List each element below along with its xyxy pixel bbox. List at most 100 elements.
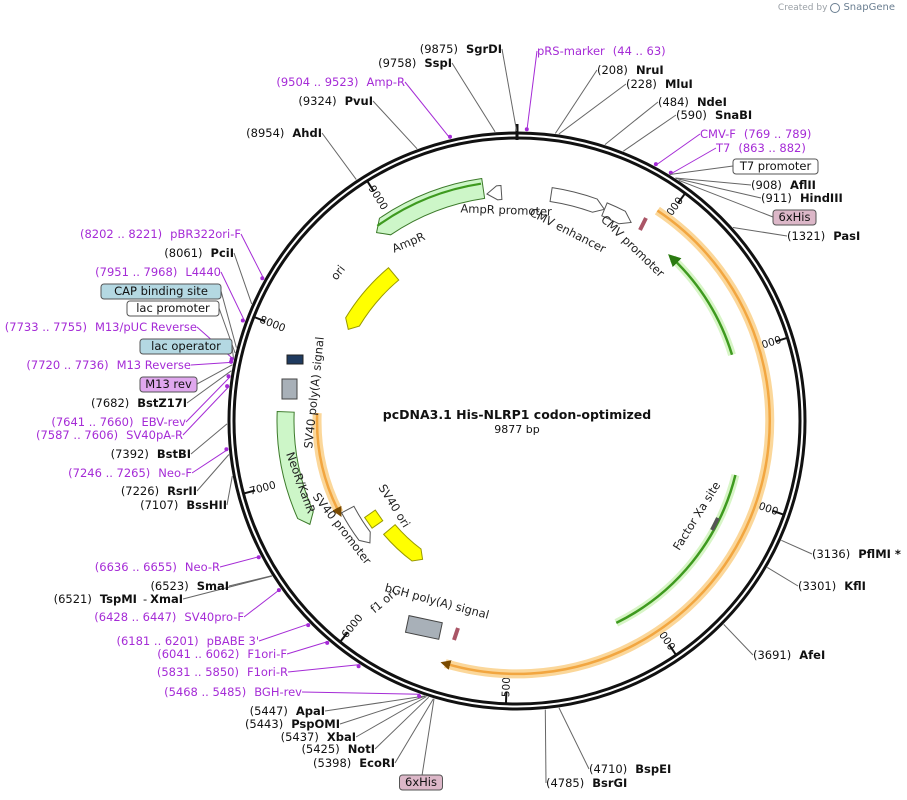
leader-20	[558, 707, 590, 770]
leader-3	[372, 100, 418, 150]
label-m13-reverse-7720-7736-44: (7720 .. 7736)M13 Reverse	[26, 358, 191, 372]
label-position-14: (911)	[761, 191, 792, 205]
primer-mark-35	[256, 555, 261, 560]
label-position-17: (3136)	[812, 547, 850, 561]
feature-neor-kanr	[276, 410, 314, 526]
label-text-44: (7720 .. 7736)M13 Reverse	[26, 358, 191, 372]
label-position-5: (44 .. 63)	[613, 44, 666, 58]
label-name-38: Neo-F	[158, 466, 192, 480]
label-text-51: (8202 .. 8221)pBR322ori-F	[80, 227, 241, 241]
tick-label-7000: 7000	[248, 479, 277, 497]
tick-label-9000: 9000	[366, 183, 390, 212]
leader-34	[228, 575, 272, 587]
leader-5	[526, 50, 538, 132]
label-text-26: (5443)PspOMI	[245, 717, 340, 731]
leader-2	[404, 81, 451, 140]
feature-sv40-promoter	[340, 505, 371, 544]
label-position-38: (7246 .. 7265)	[68, 466, 150, 480]
label-position-30: (6041 .. 6062)	[157, 647, 239, 661]
label-hindiii-911-14: (911)HindIII	[761, 191, 843, 205]
primer-mark-30	[325, 640, 330, 645]
label-name-16: PasI	[833, 229, 860, 243]
label-prs-marker-44-63-5: pRS-marker (44 .. 63)	[537, 44, 666, 58]
label-name-2: Amp-R	[366, 75, 405, 89]
label-m13-rev-box-43: M13 rev	[139, 376, 198, 393]
label-sv40pro-f-6428-6447-32: (6428 .. 6447)SV40pro-F	[94, 610, 244, 624]
label-bstbi-7392-39: (7392)BstBI	[111, 447, 191, 461]
label-position-16: (1321)	[787, 229, 825, 243]
label-name-24: NotI	[348, 742, 375, 756]
leader-16	[732, 227, 788, 237]
label-name-4: AhdI	[292, 126, 322, 140]
label-lac-promoter-box-47: lac promoter	[126, 300, 220, 317]
leader-40	[182, 386, 230, 436]
label-f1ori-r-5831-5850-29: (5831 .. 5850)F1ori-R	[157, 665, 288, 679]
label-text-28: (5468 .. 5485)BGH-rev	[164, 685, 302, 699]
label-sgrdi-9875-0: (9875)SgrDI	[420, 42, 502, 56]
label-text-24: (5425)NotI	[301, 742, 375, 756]
label-name-18: KflI	[844, 579, 866, 593]
feature-his-mark-1	[638, 217, 648, 231]
label-name-5: pRS-marker	[537, 44, 605, 58]
label-6xhis-box-22: 6xHis	[399, 774, 443, 791]
credit-brand: SnapGene	[843, 2, 895, 13]
label-position-31: (6181 .. 6201)	[117, 634, 199, 648]
label-text-37: (7226) RsrII	[121, 484, 197, 498]
label-name-7: MluI	[665, 77, 693, 91]
label-text-21: (4785)BsrGI	[546, 776, 627, 790]
label-text-20: (4710)BspEI	[589, 762, 671, 776]
label-position-11: (863 .. 882)	[738, 141, 806, 155]
leader-43	[196, 364, 233, 385]
leader-4	[321, 132, 357, 180]
label-text-11: T7(863 .. 882)	[715, 141, 806, 155]
label-text-4: (8954) AhdI	[246, 126, 322, 140]
ampr-green-line	[376, 182, 482, 227]
label-position-33: (6521)	[54, 592, 92, 606]
leader-23	[394, 698, 434, 764]
label-position-42: (7682)	[91, 396, 129, 410]
leader-15	[678, 179, 774, 218]
label-position-37: (7226)	[121, 484, 159, 498]
plasmid-name: pcDNA3.1 His-NLRP1 codon-optimized	[383, 407, 651, 422]
label-text-36: (7107)BssHII	[140, 498, 227, 512]
label-pbabe-3-6181-6201-31: (6181 .. 6201)pBABE 3'	[117, 634, 260, 648]
label-position-10: (769 .. 789)	[744, 127, 812, 141]
label-tspmi-6521-33: (6521)TspMI-XmaI	[54, 592, 183, 606]
label-text-30: (6041 .. 6062)F1ori-F	[157, 647, 287, 661]
label-box-45	[139, 338, 233, 355]
label-amp-r-9504-9523-2: (9504 .. 9523)Amp-R	[276, 75, 405, 89]
label-position-21: (4785)	[546, 776, 584, 790]
label-name-27: ApaI	[296, 704, 325, 718]
primer-mark-2	[448, 134, 452, 139]
label-name-25: XbaI	[327, 730, 356, 744]
label-position-4: (8954)	[246, 126, 284, 140]
label-position-41: (7641 .. 7660)	[51, 415, 133, 429]
label-position-1: (9758)	[378, 56, 416, 70]
primer-mark-41	[226, 374, 231, 379]
label-pflmi-3136-17: (3136)PflMI *	[812, 547, 901, 561]
tick-1000	[677, 193, 686, 204]
label-box-15	[772, 209, 817, 226]
label-ndei-484-8: (484)NdeI	[658, 95, 727, 109]
leader-11	[669, 147, 717, 175]
label-position-50: (8061)	[164, 246, 202, 260]
label-text-45: lac operator	[151, 339, 221, 353]
label-name-37: RsrII	[167, 484, 197, 498]
label-xbai-5437-25: (5437)XbaI	[281, 730, 356, 744]
labels-layer: (9875)SgrDI(9758)SspI (9504 .. 9523)Amp-R…	[5, 42, 901, 791]
label-name-34: SmaI	[197, 579, 229, 593]
label-text-42: (7682) BstZ17I	[91, 396, 187, 410]
snapgene-credit: Created by SnapGene	[778, 2, 895, 13]
label-position-9: (590)	[676, 108, 707, 122]
feature-sv40-polya-box	[281, 378, 298, 400]
label-name-42: BstZ17I	[137, 396, 187, 410]
label-neo-r-6636-6655-35: (6636 .. 6655)Neo-R	[95, 560, 220, 574]
label-bspei-4710-20: (4710)BspEI	[589, 762, 671, 776]
label-apai-5447-27: (5447)ApaI	[250, 704, 325, 718]
label-sspi-9758-1: (9758)SspI	[378, 56, 452, 70]
label-position-39: (7392)	[111, 447, 149, 461]
label-box-12	[732, 158, 819, 175]
credit-text: Created by	[777, 2, 828, 13]
plasmid-length: 9877 bp	[494, 423, 539, 436]
tick-9000	[366, 181, 375, 192]
